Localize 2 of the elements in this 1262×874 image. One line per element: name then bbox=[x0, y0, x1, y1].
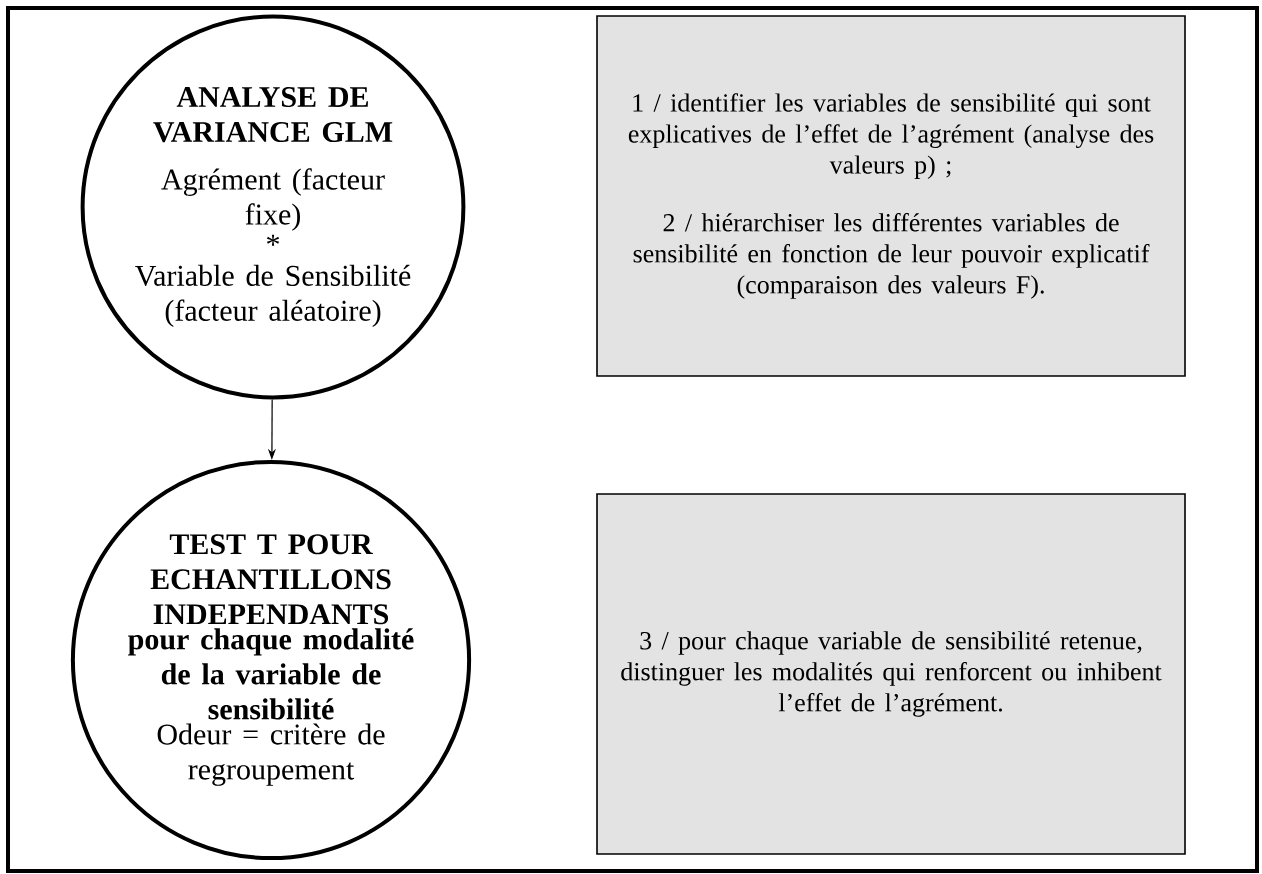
note-box: 3 / pour chaque variable de sensibilité retenue, distinguer les modalités qui renforcent ou inhibent l’effet de l’agrément. bbox=[596, 493, 1186, 855]
note-box: 1 / identifier les variables de sensibilité qui sont explicatives de l’effet de l’agrément (analyse des valeurs p) ; 2 / hiérarchiser les différentes variables de sensibilité en fonction de leur pouvoir explicatif (comparaison des valeurs F). bbox=[596, 15, 1186, 377]
